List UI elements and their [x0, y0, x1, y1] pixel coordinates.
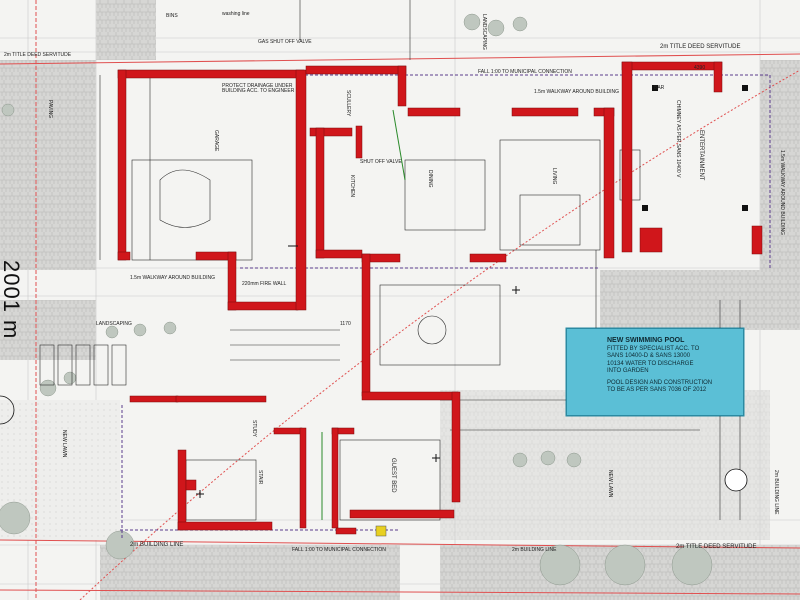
pool-line-1: FITTED BY SPECIALIST ACC. TO [607, 345, 700, 352]
study-label: STUDY [251, 420, 257, 437]
pool-line-5: POOL DESIGN AND CONSTRUCTION [607, 379, 713, 386]
overall-dimension: 2001 m [0, 260, 24, 340]
pool-title: NEW SWIMMING POOL [607, 337, 685, 344]
walkway-top-label: 1.5m WALKWAY AROUND BUILDING [534, 89, 620, 95]
dim-4390: 4390 [694, 65, 706, 71]
scullery-label: SCULLERY [345, 90, 351, 117]
paving-label: PAVING [47, 100, 53, 119]
new-lawn-right: NEW LAWN [607, 470, 613, 498]
guest-bed-label: GUEST BED [390, 458, 396, 493]
walls [117, 61, 763, 535]
pool-note: NEW SWIMMING POOL FITTED BY SPECIALIST A… [566, 328, 744, 416]
fall-note-top: FALL 1:00 TO MUNICIPAL CONNECTION [478, 69, 572, 75]
landscaping-left: LANDSCAPING [96, 321, 132, 327]
washing-line-label: washing line [222, 11, 250, 17]
fire-wall-label: 220mm FIRE WALL [242, 281, 287, 287]
title-servitude-top-right: 2m TITLE DEED SERVITUDE [660, 44, 741, 50]
title-servitude-bottom: 2m TITLE DEED SERVITUDE [676, 544, 757, 550]
interior-lines [39, 0, 741, 521]
garage-label: GARAGE [213, 130, 219, 152]
pool-line-3: 10134 WATER TO DISCHARGE [607, 360, 694, 367]
kitchen-label: KITCHEN [349, 175, 355, 197]
gas-shutoff-label: GAS SHUT OFF VALVE [258, 39, 312, 45]
bar-label: BAR [654, 85, 665, 91]
green-lines [321, 109, 406, 520]
shut-off-valve-label: SHUT OFF VALVE [360, 159, 402, 165]
pool-line-2: SANS 10400-D & SANS 13000 [607, 353, 691, 360]
walkway-left-label: 1.5m WALKWAY AROUND BUILDING [130, 275, 216, 281]
drain-circle [724, 468, 748, 492]
column-markers [642, 85, 748, 211]
chimney-label: CHIMNEY AS PER SANS 10400 V [675, 100, 681, 178]
building-line-right: 2m BUILDING LINE [773, 470, 779, 515]
entertainment-label: ENTERTAINMENT [698, 130, 704, 181]
living-label: LIVING [551, 168, 557, 185]
yellow-marker [375, 525, 387, 537]
pool-line-4: INTO GARDEN [607, 368, 649, 375]
trees [0, 13, 713, 586]
building-line-bottom-left: 2m BUILDING LINE [130, 542, 184, 548]
dim-1170: 1170 [340, 321, 351, 327]
title-servitude-top-left: 2m TITLE DEED SERVITUDE [4, 52, 72, 58]
landscaping-top: LANDSCAPING [481, 14, 487, 50]
pool-line-6: TO BE AS PER SANS 7036 OF 2012 [607, 387, 707, 394]
fall-note-bottom: FALL 1:00 TO MUNICIPAL CONNECTION [292, 547, 386, 553]
stair-label: STAIR [257, 470, 263, 485]
building-line-bottom-right: 2m BUILDING LINE [512, 547, 557, 553]
walkway-right-label: 1.5m WALKWAY AROUND BUILDING [779, 150, 785, 236]
new-lawn-left: NEW LAWN [61, 430, 67, 458]
level-markers [196, 245, 520, 498]
bins-label: BINS [166, 13, 178, 19]
garage-note: PROTECT DRAINAGE UNDER BUILDING ACC. TO … [222, 83, 295, 95]
edge-circle [0, 395, 15, 425]
dining-label: DINING [427, 170, 433, 188]
